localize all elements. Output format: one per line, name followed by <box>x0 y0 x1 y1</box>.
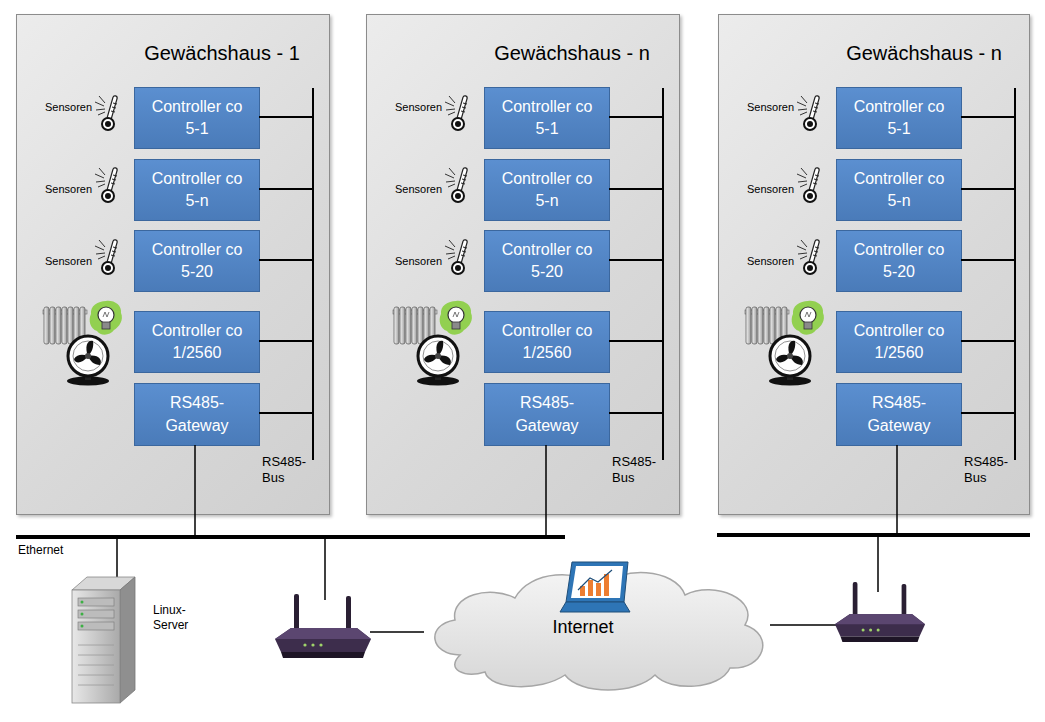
sensor-label: Sensoren <box>45 101 92 115</box>
cloud-label: Internet <box>533 617 633 638</box>
sensor-label: Sensoren <box>747 183 794 197</box>
server-label: Linux- Server <box>153 603 201 633</box>
sensor-label: Sensoren <box>45 255 92 269</box>
box-label: Controller co 5-1 <box>147 96 247 141</box>
controller-box: RS485- Gateway <box>836 383 962 446</box>
box-label: Controller co 5-n <box>497 168 597 213</box>
controller-box: Controller co 5-1 <box>484 87 610 149</box>
bus-label: RS485- Bus <box>612 454 660 487</box>
controller-box: Controller co 1/2560 <box>484 311 610 373</box>
sensor-label: Sensoren <box>395 101 442 115</box>
box-label: Controller co 1/2560 <box>147 320 247 365</box>
sensor-label: Sensoren <box>395 183 442 197</box>
internet-cloud: Internet <box>420 560 775 695</box>
box-label: RS485- Gateway <box>849 392 949 437</box>
controller-box: Controller co 1/2560 <box>134 311 260 373</box>
controller-box: Controller co 5-n <box>134 159 260 221</box>
box-label: Controller co 5-1 <box>849 96 949 141</box>
box-label: Controller co 5-n <box>849 168 949 213</box>
controller-box: Controller co 5-1 <box>836 87 962 149</box>
box-label: Controller co 5-20 <box>147 239 247 284</box>
box-label: Controller co 1/2560 <box>497 320 597 365</box>
controller-box: Controller co 5-1 <box>134 87 260 149</box>
cloud-outline <box>435 573 763 690</box>
box-label: Controller co 5-1 <box>497 96 597 141</box>
bus-label: RS485- Bus <box>262 454 310 487</box>
controller-box: Controller co 5-20 <box>134 230 260 292</box>
sensor-label: Sensoren <box>45 183 92 197</box>
controller-box: Controller co 5-20 <box>836 230 962 292</box>
box-label: RS485- Gateway <box>147 392 247 437</box>
network-label: Ethernet <box>18 543 63 558</box>
server-icon <box>72 577 135 703</box>
greenhouse-title: Gewächshaus - n <box>455 42 689 65</box>
controller-box: RS485- Gateway <box>134 383 260 446</box>
controller-box: Controller co 5-20 <box>484 230 610 292</box>
controller-box: Controller co 1/2560 <box>836 311 962 373</box>
sensor-label: Sensoren <box>395 255 442 269</box>
greenhouse-title: Gewächshaus - n <box>807 42 1041 65</box>
box-label: RS485- Gateway <box>497 392 597 437</box>
sensor-label: Sensoren <box>747 255 794 269</box>
box-label: Controller co 1/2560 <box>849 320 949 365</box>
greenhouse-title: Gewächshaus - 1 <box>105 42 339 65</box>
bus-label: RS485- Bus <box>964 454 1012 487</box>
box-label: Controller co 5-n <box>147 168 247 213</box>
sensor-label: Sensoren <box>747 101 794 115</box>
box-label: Controller co 5-20 <box>497 239 597 284</box>
controller-box: Controller co 5-n <box>484 159 610 221</box>
controller-box: RS485- Gateway <box>484 383 610 446</box>
box-label: Controller co 5-20 <box>849 239 949 284</box>
controller-box: Controller co 5-n <box>836 159 962 221</box>
